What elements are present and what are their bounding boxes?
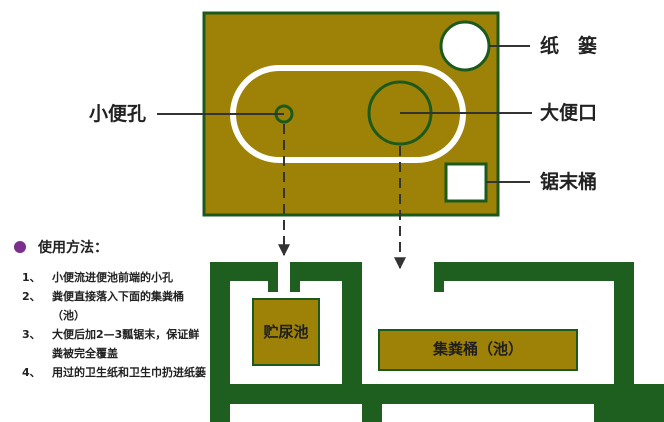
underground-structure xyxy=(210,262,664,422)
step-text: 小便流进便池前端的小孔 xyxy=(52,271,173,284)
label-paper-basket: 纸 篓 xyxy=(540,35,598,57)
urine-tank xyxy=(252,298,320,366)
label-sawdust-bucket: 锯末桶 xyxy=(540,171,598,193)
feces-tank xyxy=(378,329,578,371)
label-stool-opening: 大便口 xyxy=(540,102,598,124)
usage-step-4: 4、 用过的卫生纸和卫生巾扔进纸篓 xyxy=(10,363,210,382)
paper-basket xyxy=(439,20,491,72)
step-number: 1、 xyxy=(22,271,41,284)
step-number: 4、 xyxy=(22,366,41,379)
sawdust-bucket xyxy=(444,162,488,203)
label-urine-tank: 贮尿池 xyxy=(263,323,309,341)
usage-title-row: 使用方法： xyxy=(10,236,210,258)
bullet-icon xyxy=(14,241,26,253)
usage-step-3: 3、 大便后加2—3瓢锯末，保证鲜粪被完全覆盖 xyxy=(10,325,210,363)
step-text: 大便后加2—3瓢锯末，保证鲜粪被完全覆盖 xyxy=(52,328,200,360)
usage-step-2: 2、 粪便直接落入下面的集粪桶（池） xyxy=(10,287,210,325)
usage-panel: 使用方法： 1、 小便流进便池前端的小孔 2、 粪便直接落入下面的集粪桶（池） … xyxy=(10,236,210,382)
usage-title: 使用方法： xyxy=(38,240,108,256)
step-number: 2、 xyxy=(22,290,41,303)
label-urine-hole: 小便孔 xyxy=(89,103,147,125)
step-text: 用过的卫生纸和卫生巾扔进纸篓 xyxy=(52,366,206,379)
step-number: 3、 xyxy=(22,328,41,341)
step-text: 粪便直接落入下面的集粪桶（池） xyxy=(52,290,184,322)
usage-step-1: 1、 小便流进便池前端的小孔 xyxy=(10,268,210,287)
label-feces-tank: 集粪桶（池） xyxy=(432,340,523,358)
